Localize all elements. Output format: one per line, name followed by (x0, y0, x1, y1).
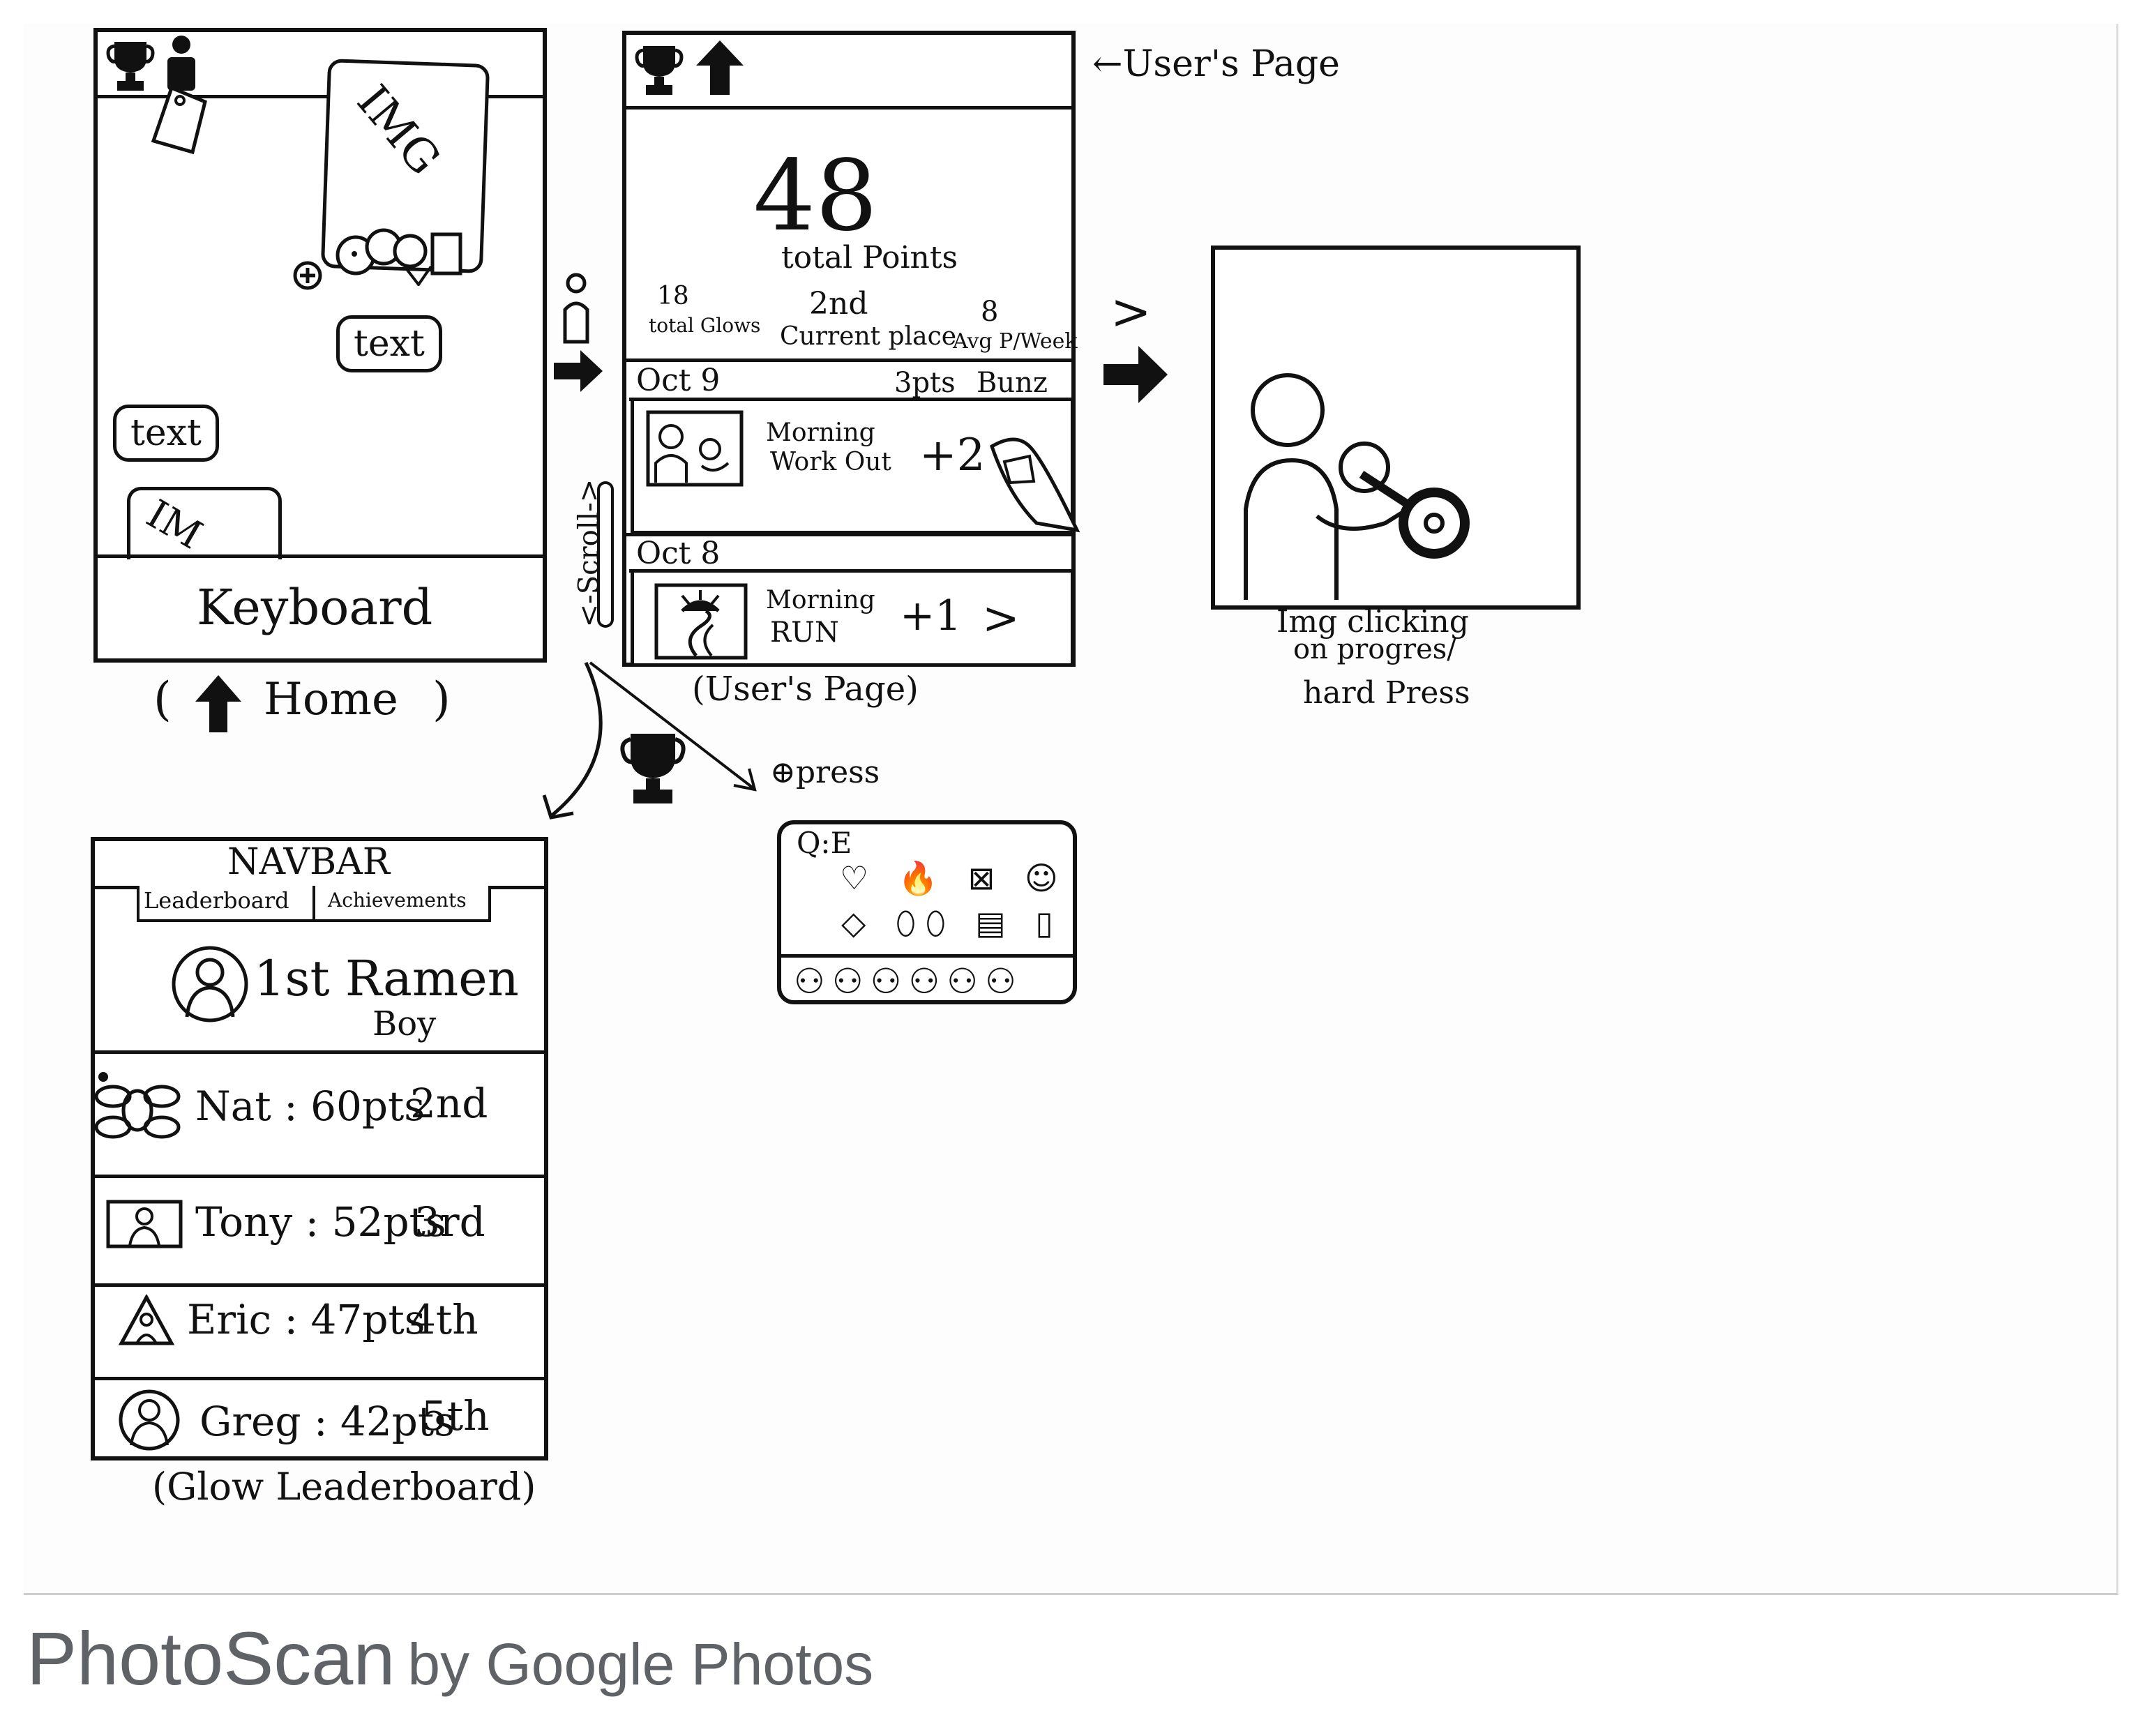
entry-title: Morning (766, 418, 875, 447)
emoji-row[interactable]: ♡ 🔥 ⊠ ☺ (840, 859, 1068, 897)
entry-date: Oct 8 (636, 536, 721, 571)
photoscan-brand: PhotoScan (27, 1616, 395, 1700)
users-page-caption: (User's Page) (692, 670, 919, 709)
users-page-note: ←User's Page (1092, 43, 1340, 85)
user-icon[interactable] (160, 33, 202, 92)
weightlifter-illustration (1244, 373, 1470, 600)
chevron-right-icon[interactable]: > (982, 593, 1020, 644)
avatar-row[interactable]: ⚇⚇⚇⚇⚇⚇ (794, 961, 1023, 1002)
entry-title-2: Work Out (770, 448, 891, 476)
avatar-icon (119, 1389, 180, 1451)
press-label: ⊕press (770, 755, 880, 790)
keyboard-divider (93, 554, 547, 558)
leaderboard-row-divider (93, 1283, 548, 1287)
home-top-bar-divider (93, 95, 547, 98)
first-place-label-2: Boy (372, 1004, 437, 1043)
first-place-label: 1st Ramen (254, 950, 519, 1007)
trophy-icon (620, 734, 686, 803)
entry-divider (622, 533, 1076, 536)
leaderboard-row-label[interactable]: Nat : 60pts (195, 1082, 425, 1130)
stat-avg-label: Avg P/Week (953, 329, 1078, 354)
leaderboard-caption: (Glow Leaderboard) (152, 1465, 536, 1509)
leaderboard-row-label[interactable]: Eric : 47pts (187, 1296, 425, 1343)
chevron-right-icon: > (1110, 283, 1152, 340)
trophy-icon[interactable] (635, 42, 684, 98)
popup-divider (777, 954, 1077, 958)
finger-press-icon (989, 437, 1080, 533)
run-thumbnail-icon[interactable] (654, 583, 748, 660)
person-icon (563, 273, 589, 344)
leaderboard-row-place: 5th (421, 1392, 490, 1440)
arrow-right-icon (1103, 346, 1168, 403)
tag-icon (151, 85, 207, 155)
users-page-screen (622, 31, 1076, 667)
workout-thumbnail-icon[interactable] (646, 410, 744, 487)
photoscan-by: by Google Photos (407, 1631, 874, 1697)
portrait-avatar-icon (106, 1200, 183, 1248)
tab-achievements-label: Achievements (328, 889, 467, 912)
leaderboard-row-divider (93, 1377, 548, 1380)
entry-title-2: RUN (770, 617, 839, 649)
emoji-row[interactable]: ◇ ⬯⬯ ▤ ▯ (841, 904, 1063, 942)
entry-user: Bunz (977, 367, 1048, 399)
tab-achievements[interactable] (315, 886, 491, 922)
home-image-post-partial[interactable] (127, 487, 282, 559)
users-page-top-divider (622, 106, 1076, 110)
press-popup (777, 820, 1077, 1004)
leaderboard-row-label[interactable]: Greg : 42pts (199, 1398, 455, 1445)
leaderboard-row-label[interactable]: Tony : 52pts (195, 1198, 446, 1246)
stat-total-glows-label: total Glows (649, 314, 761, 337)
stat-total-glows-value: 18 (657, 282, 689, 310)
trophy-icon[interactable] (106, 38, 155, 93)
home-text-bubble-left[interactable]: text (113, 405, 219, 462)
leaderboard-row-divider (93, 1050, 548, 1054)
tab-leaderboard-label: Leaderboard (144, 887, 289, 914)
leaderboard-row-divider (93, 1175, 548, 1178)
navbar-label: NAVBAR (227, 841, 390, 883)
home-caption-label: Home (264, 674, 398, 725)
flower-avatar-icon (94, 1072, 181, 1139)
entry-points: 3pts (894, 367, 956, 399)
reaction-cluster-icon (336, 228, 462, 286)
keyboard-label: Keyboard (197, 579, 433, 636)
scrollbar[interactable] (597, 481, 614, 628)
home-icon[interactable] (695, 39, 745, 96)
entry-title: Morning (766, 586, 875, 614)
add-reaction-icon[interactable] (292, 259, 324, 292)
tab-leaderboard[interactable] (137, 886, 315, 922)
total-points-label: total Points (781, 240, 958, 276)
tent-avatar-icon (119, 1295, 174, 1345)
emoji-search[interactable]: Q:E (797, 826, 852, 860)
entry-divider (622, 358, 1076, 362)
stat-current-place-value: 2nd (809, 286, 868, 322)
leaderboard-row-place: 2nd (410, 1080, 488, 1127)
home-caption-close: ) (432, 672, 451, 726)
stat-current-place-label: Current place (780, 322, 957, 351)
leaderboard-screen (91, 837, 548, 1460)
home-caption: ( (153, 672, 172, 726)
leaderboard-row-place: 4th (410, 1296, 479, 1343)
home-text-bubble-right[interactable]: text (336, 315, 442, 372)
leaderboard-row-place: 3rd (414, 1198, 485, 1246)
arrow-curve (542, 661, 757, 820)
total-points-value: 48 (753, 139, 878, 253)
image-view-frame[interactable] (1211, 246, 1581, 610)
stat-avg-value: 8 (981, 296, 999, 328)
scroll-label: <-Scroll-> (573, 478, 605, 628)
home-arrow-icon (195, 675, 241, 732)
arrow-right-icon (554, 350, 603, 392)
image-view-caption-2: on progres/ (1293, 633, 1456, 665)
image-view-caption-3: hard Press (1303, 675, 1470, 711)
entry-date: Oct 9 (636, 363, 721, 398)
entry-delta: +2 (919, 430, 986, 481)
avatar-icon (172, 946, 248, 1022)
entry-delta: +1 (900, 591, 962, 640)
image-view-caption: Img clicking (1276, 604, 1469, 640)
